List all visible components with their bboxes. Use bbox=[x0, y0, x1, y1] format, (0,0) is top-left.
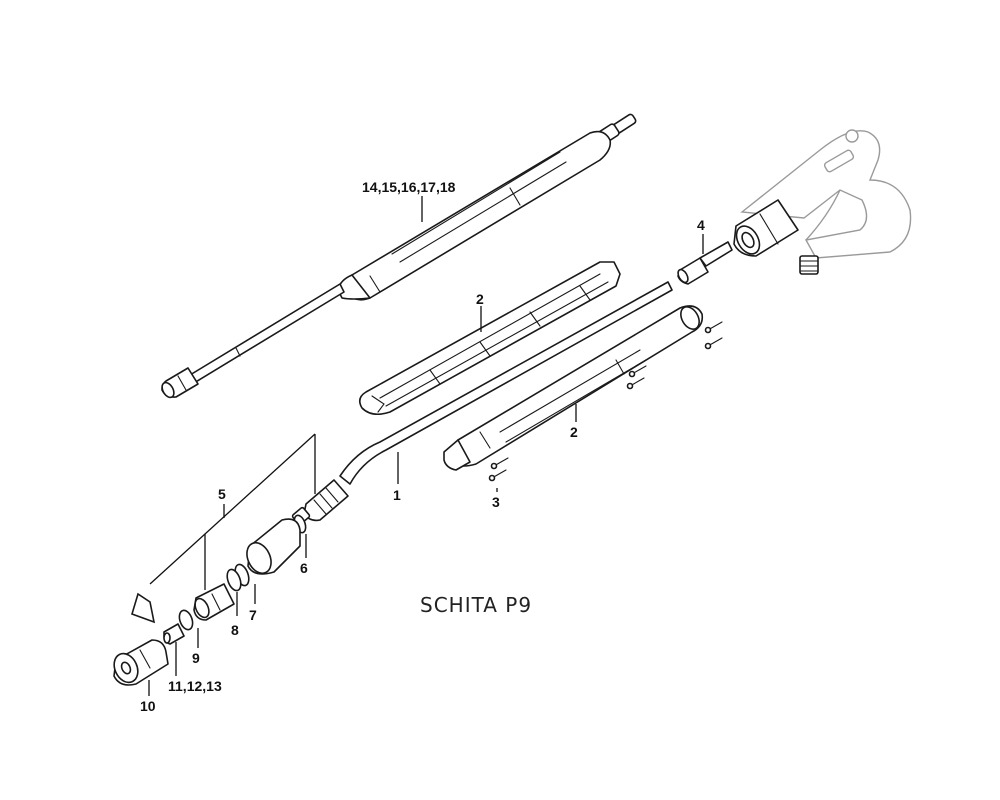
half-shell-lower-2 bbox=[443, 305, 704, 471]
nozzle-insert bbox=[193, 583, 235, 621]
diagram-title: SCHITA P9 bbox=[420, 593, 532, 617]
lance-assembly-14-18 bbox=[161, 113, 637, 399]
nozzle-cap-10 bbox=[113, 639, 169, 686]
label-part-6: 6 bbox=[300, 560, 308, 576]
label-part-1: 1 bbox=[393, 487, 401, 503]
wire-clip bbox=[131, 592, 156, 624]
inner-lance-tube-1 bbox=[291, 281, 673, 526]
label-part-9: 9 bbox=[192, 650, 200, 666]
ring-8 bbox=[226, 568, 242, 592]
label-parts-11-13: 11,12,13 bbox=[168, 678, 222, 694]
label-part-5: 5 bbox=[218, 486, 226, 502]
screws-3 bbox=[488, 321, 723, 482]
coupling-nipple-4 bbox=[677, 241, 733, 285]
label-part-8: 8 bbox=[231, 622, 239, 638]
label-part-2-upper: 2 bbox=[476, 291, 484, 307]
label-parts-14-18: 14,15,16,17,18 bbox=[362, 179, 456, 195]
protective-cap bbox=[246, 518, 301, 575]
label-part-3: 3 bbox=[492, 494, 500, 510]
label-part-10: 10 bbox=[140, 698, 156, 714]
label-part-2-lower: 2 bbox=[570, 424, 578, 440]
leader-5 bbox=[149, 433, 316, 590]
label-part-7: 7 bbox=[249, 607, 257, 623]
trigger-gun bbox=[733, 129, 912, 275]
nozzle-11-13 bbox=[163, 623, 185, 645]
o-ring-9 bbox=[178, 609, 194, 631]
half-shell-upper-2 bbox=[358, 261, 621, 416]
label-part-4: 4 bbox=[697, 217, 705, 233]
